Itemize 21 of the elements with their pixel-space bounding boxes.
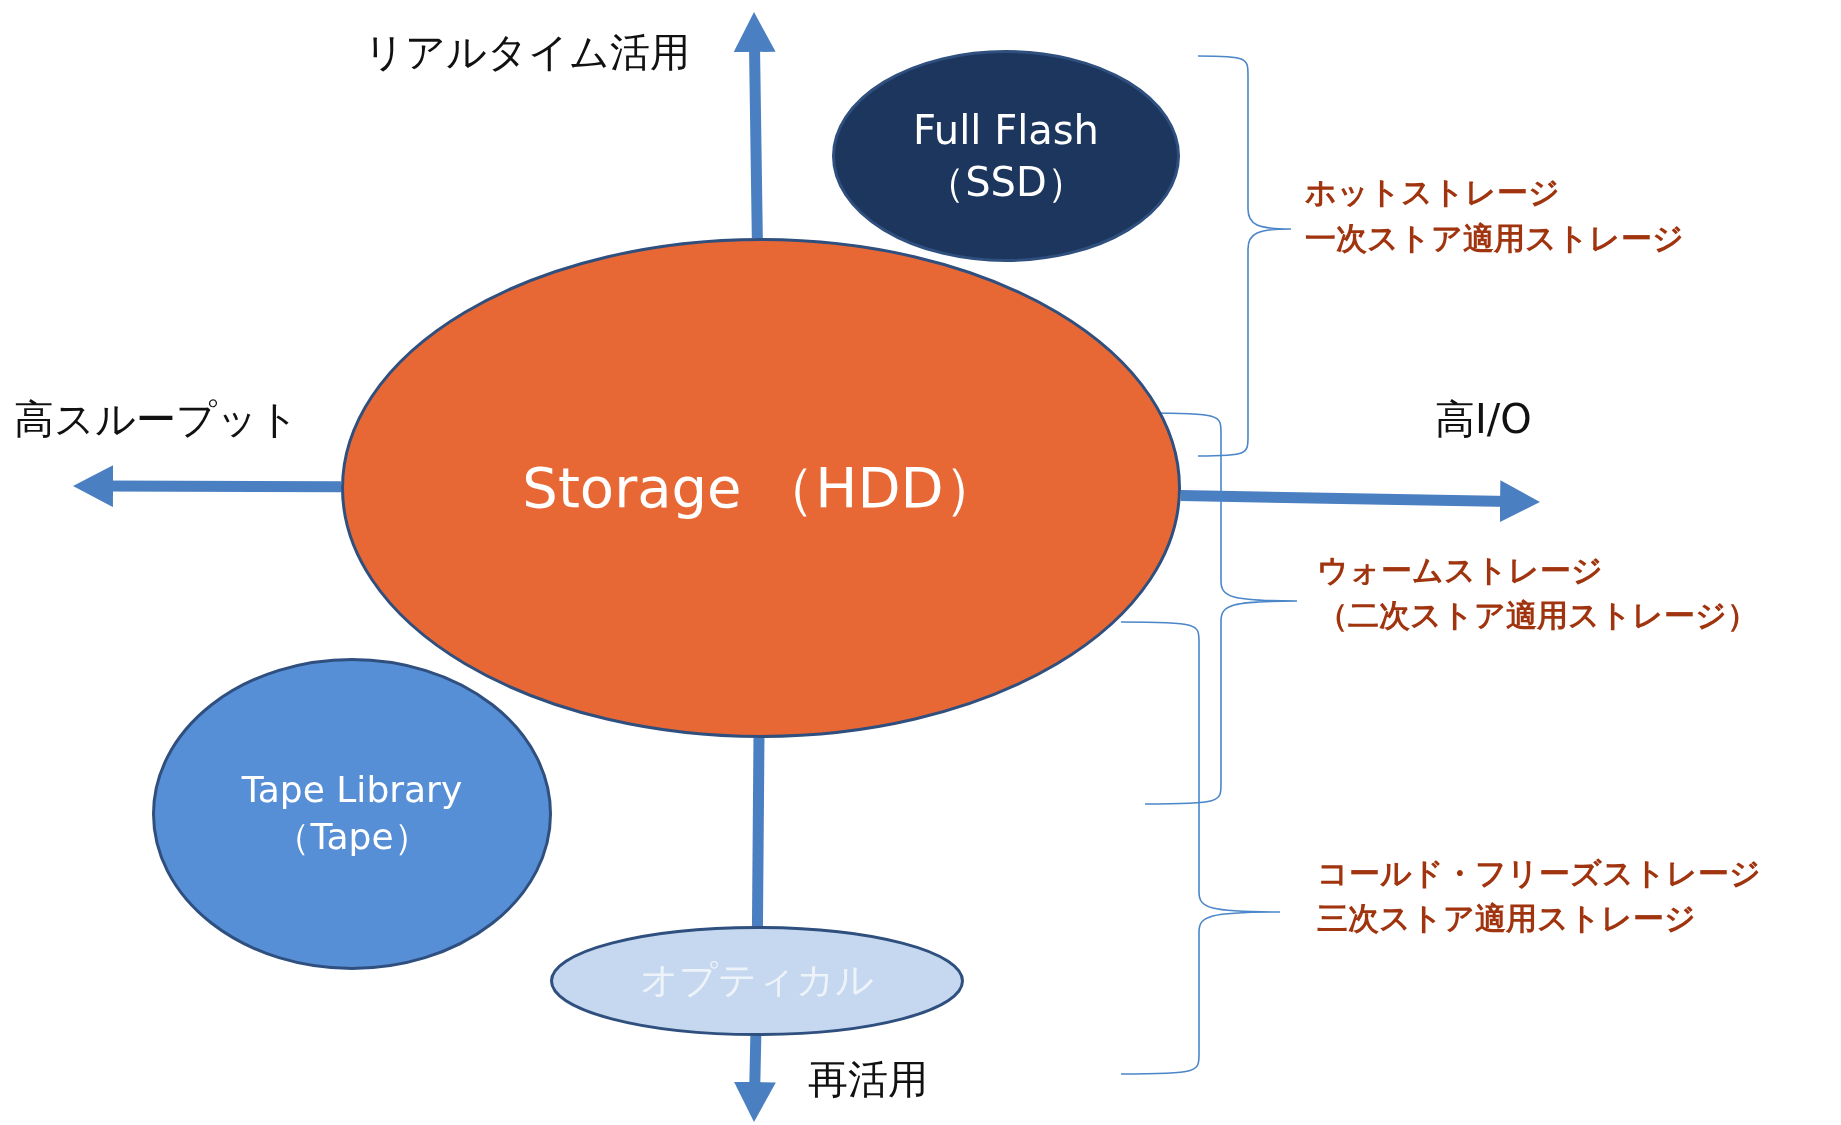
axis-label: リアルタイム活用 [364, 28, 690, 76]
arrow [73, 465, 342, 508]
node-label: Full Flash （SSD） [912, 106, 1100, 207]
ellipse-node [832, 50, 1180, 262]
ellipse-node [341, 238, 1181, 738]
axis-label: 再活用 [808, 1055, 928, 1103]
node-label: Tape Library （Tape） [240, 768, 464, 859]
tier-label: ウォームストレージ [1317, 552, 1603, 590]
tier-label: コールド・フリーズストレージ [1317, 855, 1761, 893]
tier-label: 三次ストア適用ストレージ [1317, 900, 1696, 938]
ellipse-node [152, 658, 552, 970]
axis-label: 高スループット [14, 395, 299, 443]
ellipse-node [550, 926, 964, 1036]
tier-label: （二次ストア適用ストレージ） [1317, 597, 1758, 635]
tier-label: 一次ストア適用ストレージ [1305, 220, 1684, 258]
arrow [733, 1035, 776, 1122]
node-label: Storage （HDD） [521, 453, 1001, 522]
axis-label: 高I/O [1435, 395, 1532, 443]
tier-label: ホットストレージ [1305, 174, 1560, 212]
arrow [733, 12, 776, 239]
arrow [1180, 480, 1540, 523]
